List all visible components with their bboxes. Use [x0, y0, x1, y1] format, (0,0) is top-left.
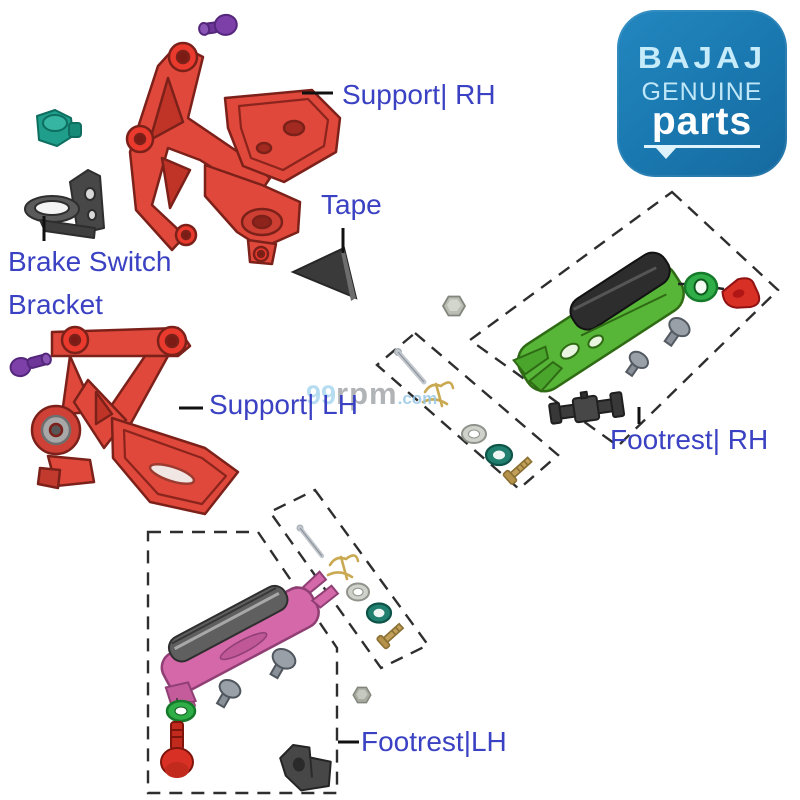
label-brake-switch-bracket: Brake Switch Bracket	[8, 240, 171, 327]
spring-clip-upper	[421, 381, 455, 408]
gray-nut-lower	[352, 686, 372, 704]
gray-bolt-rh-2	[624, 350, 649, 378]
gray-bolt-rh-1	[663, 316, 691, 348]
footrest-lh-part	[160, 570, 340, 716]
green-grommet-part	[683, 271, 719, 303]
watermark-99: 99	[306, 380, 337, 410]
watermark-rpm: rpm	[336, 376, 398, 411]
gray-nut-upper	[441, 295, 467, 317]
tape-part	[290, 246, 358, 301]
purple-screw-top-part	[198, 13, 238, 36]
logo-underline	[644, 145, 760, 159]
footpeg-joint-rh-part	[548, 390, 626, 425]
dashed-box-footrest-rh	[467, 190, 780, 448]
brake-switch-bracket-part	[24, 169, 105, 239]
gray-bolt-lh-1	[269, 647, 297, 680]
red-cap-part	[721, 277, 761, 309]
hardware-kit-lower	[296, 524, 405, 650]
logo-genuine-text: GENUINE	[641, 78, 763, 106]
bajaj-logo: BAJAJ GENUINE parts	[617, 10, 787, 177]
support-rh-part	[125, 41, 342, 266]
support-lh-part	[30, 325, 240, 516]
green-washer-lh-part	[165, 699, 197, 723]
label-brake-switch-line1: Brake Switch	[8, 246, 172, 277]
gray-bolt-lh-2	[215, 678, 242, 709]
logo-parts-text: parts	[651, 100, 753, 143]
dashed-box-hardware-kit-upper	[375, 331, 560, 491]
logo-arrow-icon	[656, 148, 676, 159]
hardware-kit-upper	[394, 348, 533, 485]
label-footrest-rh: Footrest| RH	[610, 424, 769, 455]
dashed-box-footrest-lh	[146, 530, 339, 795]
purple-screw-left-part	[9, 352, 52, 378]
label-footrest-lh: Footrest|LH	[361, 726, 507, 757]
red-bolt-lh-part	[160, 721, 194, 778]
spring-clip-lower	[326, 554, 360, 581]
bracket-lh-part	[279, 743, 332, 792]
label-support-rh: Support| RH	[342, 79, 496, 110]
footrest-rh-part	[512, 251, 685, 393]
label-tape: Tape	[321, 189, 382, 220]
watermark: 99rpm.com	[306, 376, 437, 412]
label-support-lh: Support| LH	[209, 389, 358, 420]
label-brake-switch-line2: Bracket	[8, 289, 103, 321]
teal-bolt-part	[36, 109, 82, 147]
watermark-com: .com	[397, 389, 438, 408]
dashed-box-hardware-kit-lower	[268, 488, 430, 670]
logo-brand-text: BAJAJ	[637, 40, 767, 75]
